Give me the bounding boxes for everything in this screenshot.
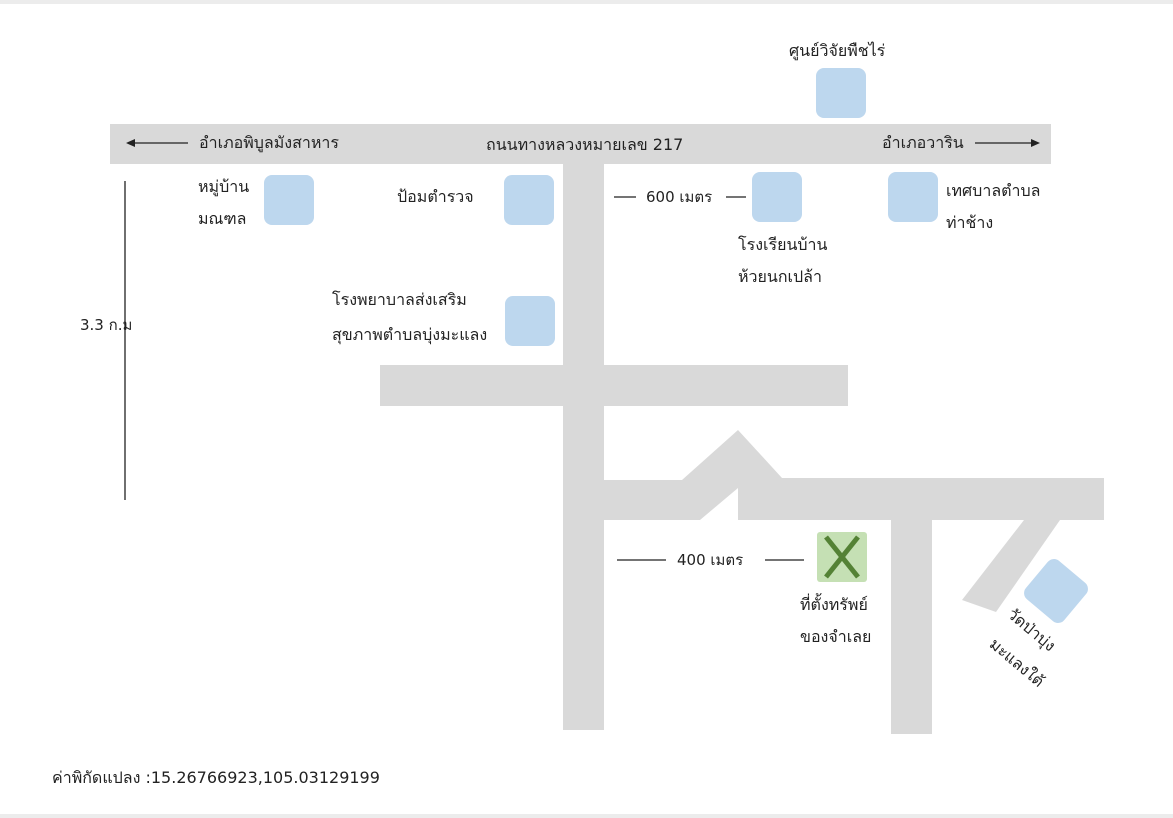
diagonal-road bbox=[962, 520, 1060, 612]
municipality-label-line1: เทศบาลตำบล bbox=[946, 181, 1041, 200]
left-arrow-head bbox=[126, 139, 135, 147]
school-label-line1: โรงเรียนบ้าน bbox=[738, 235, 828, 254]
police-box-label: ป้อมตำรวจ bbox=[397, 187, 474, 206]
distance-600-label: 600 เมตร bbox=[646, 188, 713, 206]
site-label-line2: ของจำเลย bbox=[800, 627, 872, 646]
lower-road bbox=[604, 430, 1104, 520]
cross-road bbox=[380, 365, 848, 406]
school-marker bbox=[752, 172, 802, 222]
village-label-line1: หมู่บ้าน bbox=[198, 177, 250, 196]
school-label-line2: ห้วยนกเปล้า bbox=[738, 267, 822, 286]
top-border bbox=[0, 0, 1173, 4]
research-center-label: ศูนย์วิจัยพืชไร่ bbox=[789, 41, 886, 60]
distance-400-label: 400 เมตร bbox=[677, 551, 744, 569]
main-highway bbox=[110, 124, 1051, 164]
hospital-label-line2: สุขภาพตำบลบุ่งมะแลง bbox=[332, 325, 488, 344]
hospital-label-line1: โรงพยาบาลส่งเสริม bbox=[332, 290, 467, 309]
right-road bbox=[891, 520, 932, 734]
site-marker bbox=[817, 532, 867, 582]
hospital-marker bbox=[505, 296, 555, 346]
police-box-marker bbox=[504, 175, 554, 225]
left-direction-label: อำเภอพิบูลมังสาหาร bbox=[199, 133, 339, 152]
village-marker bbox=[264, 175, 314, 225]
village-label-line2: มณฑล bbox=[198, 209, 247, 228]
right-direction-label: อำเภอวาริน bbox=[882, 133, 964, 152]
research-center-marker bbox=[816, 68, 866, 118]
site-label-line1: ที่ตั้งทรัพย์ bbox=[800, 595, 868, 614]
site-x-icon bbox=[824, 535, 860, 579]
central-road bbox=[563, 164, 604, 730]
right-arrow-head bbox=[1031, 139, 1040, 147]
vertical-distance-label: 3.3 ก.ม bbox=[80, 316, 133, 334]
coordinates-label: ค่าพิกัดแปลง :15.26766923,105.03129199 bbox=[52, 768, 380, 787]
bottom-border bbox=[0, 814, 1173, 818]
municipality-marker bbox=[888, 172, 938, 222]
main-road-label: ถนนทางหลวงหมายเลข 217 bbox=[486, 135, 684, 154]
municipality-label-line2: ท่าช้าง bbox=[946, 213, 994, 232]
